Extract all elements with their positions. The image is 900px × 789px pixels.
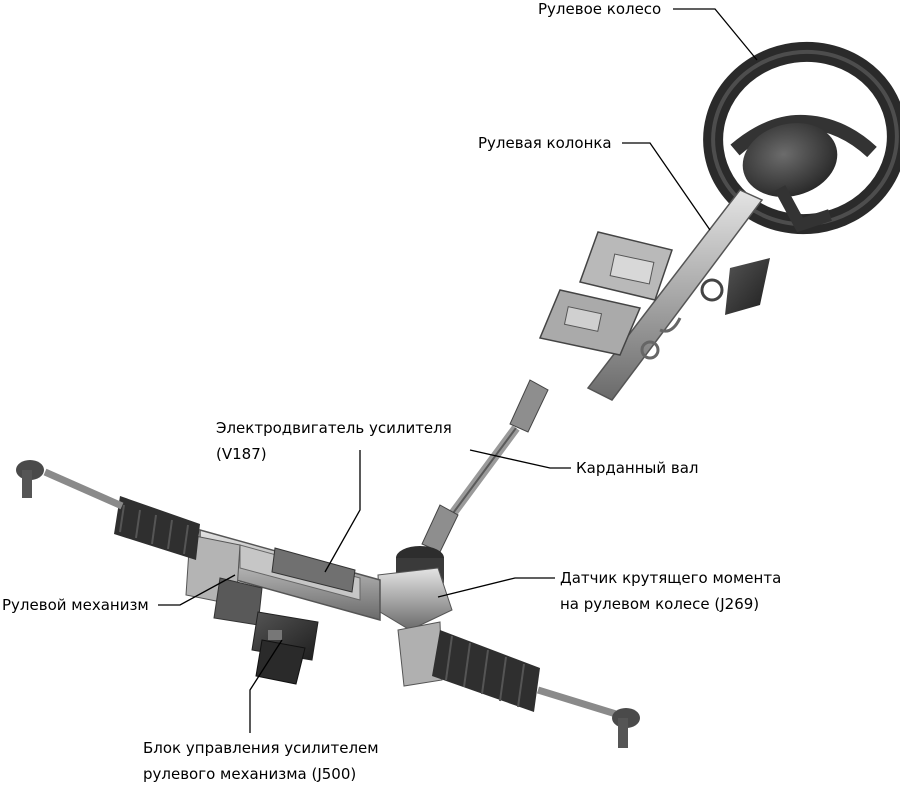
label-steering-gear-text: Рулевой механизм [2,596,149,614]
right-tie-rod-shape [432,630,640,748]
label-power-motor: Электродвигатель усилителя (V187) [216,415,452,467]
label-control-unit-line2: рулевого механизма (J500) [143,765,357,783]
steering-rack-shape [185,529,381,685]
leader-steering-wheel [673,8,758,61]
label-torque-sensor-line1: Датчик крутящего момента [560,569,782,587]
leader-motor [324,450,361,573]
leader-steering-column [622,142,711,231]
left-tie-rod-shape [16,460,200,560]
label-control-unit-line1: Блок управления усилителем [143,739,379,757]
leader-torque-sensor [437,577,555,598]
label-cardan-shaft-text: Карданный вал [576,459,699,477]
label-steering-column: Рулевая колонка [478,130,612,156]
leader-cardan-shaft [469,449,571,469]
label-torque-sensor: Датчик крутящего момента на рулевом коле… [560,565,781,617]
torque-sensor-shape [377,546,453,687]
label-power-motor-line1: Электродвигатель усилителя [216,419,452,437]
label-power-motor-line2: (V187) [216,445,267,463]
label-control-unit: Блок управления усилителем рулевого меха… [143,735,379,787]
steering-column-shape [538,189,770,401]
steering-wheel-shape [703,41,900,235]
label-steering-wheel: Рулевое колесо [538,0,661,22]
label-steering-gear: Рулевой механизм [2,592,149,618]
leader-control-unit [249,639,283,733]
label-steering-column-text: Рулевая колонка [478,134,612,152]
leader-lines [158,8,758,733]
leader-steering-gear [158,574,236,606]
label-cardan-shaft: Карданный вал [576,455,699,481]
cardan-shaft-shape [421,379,549,553]
label-torque-sensor-line2: на рулевом колесе (J269) [560,595,760,613]
label-steering-wheel-text: Рулевое колесо [538,0,662,18]
